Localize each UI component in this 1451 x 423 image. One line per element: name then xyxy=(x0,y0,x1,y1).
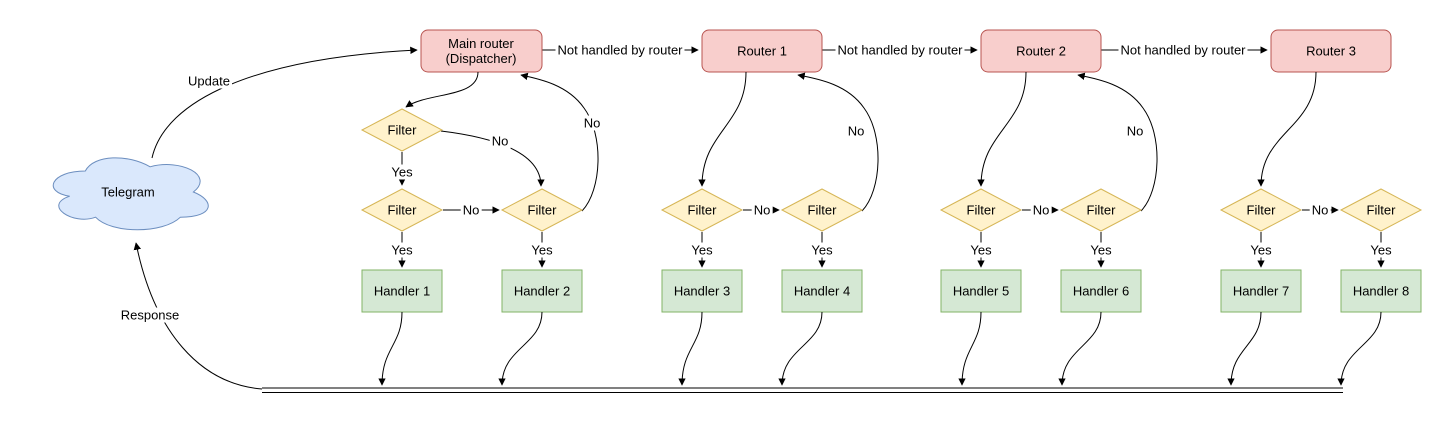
filter-diamond-1 xyxy=(360,188,444,232)
filter-diamond-6 xyxy=(1059,188,1143,232)
filter-diamond-3 xyxy=(660,188,744,232)
no-label-inline-router1: No xyxy=(751,202,773,218)
yes-label-3: Yes xyxy=(689,242,715,258)
edge-router2-to-filter xyxy=(977,71,1027,187)
no-label-inline-router3: No xyxy=(1309,202,1331,218)
yes-label-5: Yes xyxy=(968,242,994,258)
telegram-label: Telegram xyxy=(101,184,155,200)
edge-handler5-to-bus xyxy=(958,311,982,386)
filter-diamond-8 xyxy=(1339,188,1423,232)
edge-handler1-to-bus xyxy=(378,311,403,386)
filter-label-2: Filter xyxy=(527,202,557,218)
no-label-inline-router2: No xyxy=(1030,202,1052,218)
no-label-filter1-curve: No xyxy=(489,133,511,149)
dispatcher-box xyxy=(420,29,543,73)
response-label: Response xyxy=(118,307,182,323)
filter-diamond-7 xyxy=(1219,188,1303,232)
handler-1-label: Handler 1 xyxy=(373,283,431,299)
filter-label-7: Filter xyxy=(1246,202,1276,218)
handler-4-label: Handler 4 xyxy=(793,283,851,299)
handler-1-box xyxy=(361,269,443,313)
no-label-loop-dispatcher: No xyxy=(581,115,603,131)
filter-label-dispatcher-top: Filter xyxy=(387,122,417,138)
handler-4-box xyxy=(781,269,863,313)
filter-label-5: Filter xyxy=(966,202,996,218)
edge-router3-to-filter xyxy=(1257,71,1317,187)
not-handled-label-3: Not handled by router xyxy=(1118,42,1248,58)
handler-8-box xyxy=(1340,269,1422,313)
handler-6-box xyxy=(1060,269,1142,313)
handler-5-box xyxy=(940,269,1022,313)
handler-8-label: Handler 8 xyxy=(1352,283,1410,299)
dispatcher-label-line2: (Dispatcher) xyxy=(445,51,517,66)
edge-handler4-to-bus xyxy=(778,311,823,386)
filter-label-6: Filter xyxy=(1086,202,1116,218)
yes-label-4: Yes xyxy=(809,242,835,258)
filter-label-1: Filter xyxy=(387,202,417,218)
yes-label-7: Yes xyxy=(1248,242,1274,258)
router-1-label: Router 1 xyxy=(737,43,787,59)
handler-3-label: Handler 3 xyxy=(673,283,731,299)
yes-label-8: Yes xyxy=(1368,242,1394,258)
no-label-loop-router1: No xyxy=(845,123,867,139)
no-label-loop-router2: No xyxy=(1124,123,1146,139)
handler-6-label: Handler 6 xyxy=(1072,283,1130,299)
edge-handler3-to-bus xyxy=(678,311,703,386)
edge-handler7-to-bus xyxy=(1227,311,1262,386)
edge-handler2-to-bus xyxy=(498,311,543,386)
filter-label-8: Filter xyxy=(1366,202,1396,218)
filter-diamond-5 xyxy=(939,188,1023,232)
filter-diamond-4 xyxy=(780,188,864,232)
router-2-label: Router 2 xyxy=(1016,43,1066,59)
router-3-box xyxy=(1270,29,1392,73)
edge-no-loop-router1 xyxy=(797,72,879,212)
edge-update xyxy=(151,46,418,159)
handler-2-label: Handler 2 xyxy=(513,283,571,299)
not-handled-label-1: Not handled by router xyxy=(555,42,685,58)
dispatcher-label-line1: Main router xyxy=(448,36,514,51)
edge-router1-to-filter xyxy=(698,71,747,187)
handler-3-box xyxy=(661,269,743,313)
filter-label-4: Filter xyxy=(807,202,837,218)
handler-7-label: Handler 7 xyxy=(1232,283,1290,299)
yes-label-dispatcher-top: Yes xyxy=(389,164,415,180)
edge-no-loop-dispatcher xyxy=(520,72,599,212)
edge-dispatcher-to-filter xyxy=(405,71,479,108)
yes-label-1: Yes xyxy=(389,242,415,258)
filter-diamond-dispatcher-top xyxy=(360,108,444,152)
update-label: Update xyxy=(186,73,232,89)
edge-handler8-to-bus xyxy=(1337,311,1382,386)
edge-no-loop-router2 xyxy=(1077,72,1158,212)
filter-diamond-2 xyxy=(500,188,584,232)
handler-2-box xyxy=(501,269,583,313)
router-2-box xyxy=(980,29,1102,73)
handler-7-box xyxy=(1220,269,1302,313)
telegram-cloud xyxy=(52,157,209,231)
router-1-box xyxy=(701,29,823,73)
edge-handler6-to-bus xyxy=(1058,311,1102,386)
handler-5-label: Handler 5 xyxy=(952,283,1010,299)
yes-label-2: Yes xyxy=(529,242,555,258)
dispatcher-label: Main router (Dispatcher) xyxy=(446,36,517,66)
not-handled-label-2: Not handled by router xyxy=(835,42,965,58)
yes-label-6: Yes xyxy=(1088,242,1114,258)
no-label-inline-dispatcher: No xyxy=(460,202,482,218)
router-3-label: Router 3 xyxy=(1306,43,1356,59)
filter-label-3: Filter xyxy=(687,202,717,218)
edge-response xyxy=(133,242,263,390)
